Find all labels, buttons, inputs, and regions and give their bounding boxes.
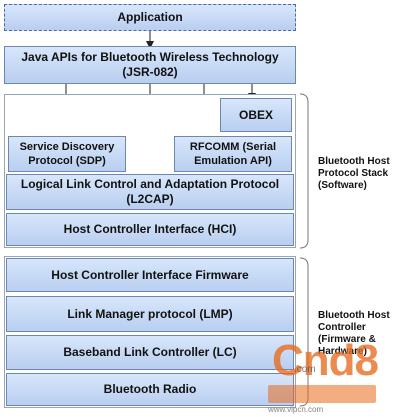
hci-box: Host Controller Interface (HCI) [6,213,294,246]
baseband-label: Baseband Link Controller (LC) [63,345,237,359]
host-stack-label-line1: Bluetooth Host [318,156,390,167]
rfcomm-label: RFCOMM (Serial [189,141,277,153]
hci-firmware-label: Host Controller Interface Firmware [51,267,249,282]
watermark-url: www.vipcn.com [268,405,324,414]
baseband-box: Baseband Link Controller (LC) [6,335,294,370]
controller-label: Bluetooth Host Controller (Firmware & Ha… [318,310,390,358]
hci-label: Host Controller Interface (HCI) [63,222,237,236]
obex-label: OBEX [238,107,273,122]
host-stack-label-line3: (Software) [318,180,367,191]
radio-box: Bluetooth Radio [6,373,294,406]
controller-label-line4: Hardware) [318,346,367,357]
rfcomm-box: RFCOMM (Serial Emulation API) [174,136,292,172]
sdp-label: Service Discovery [19,141,115,153]
radio-label: Bluetooth Radio [103,382,197,396]
application-box: Application [4,4,296,31]
watermark-logo: Cnd8 [272,336,379,385]
l2cap-sublabel: (L2CAP) [126,192,174,206]
host-stack-label-line2: Protocol Stack [318,168,389,179]
lmp-label: Link Manager protocol (LMP) [67,306,233,321]
application-label: Application [117,10,183,24]
watermark-com: .com [294,364,316,375]
l2cap-box: Logical Link Control and Adaptation Prot… [6,174,294,210]
controller-label-line2: Controller [318,322,366,333]
lmp-box: Link Manager protocol (LMP) [6,296,294,332]
controller-label-line1: Bluetooth Host [318,310,390,321]
sdp-box: Service Discovery Protocol (SDP) [8,136,126,172]
l2cap-label: Logical Link Control and Adaptation Prot… [20,177,280,191]
host-bracket [299,93,309,249]
watermark-banner [268,385,376,403]
obex-box: OBEX [220,98,292,132]
controller-bracket [299,257,309,407]
rfcomm-sublabel: Emulation API) [194,155,272,167]
hci-firmware-box: Host Controller Interface Firmware [6,258,294,292]
java-apis-box: Java APIs for Bluetooth Wireless Technol… [4,46,296,84]
sdp-sublabel: Protocol (SDP) [28,155,106,167]
java-apis-label: Java APIs for Bluetooth Wireless Technol… [21,50,279,64]
controller-label-line3: (Firmware & [318,334,376,345]
host-stack-label: Bluetooth Host Protocol Stack (Software) [318,156,390,192]
java-apis-sublabel: (JSR-082) [122,65,178,79]
